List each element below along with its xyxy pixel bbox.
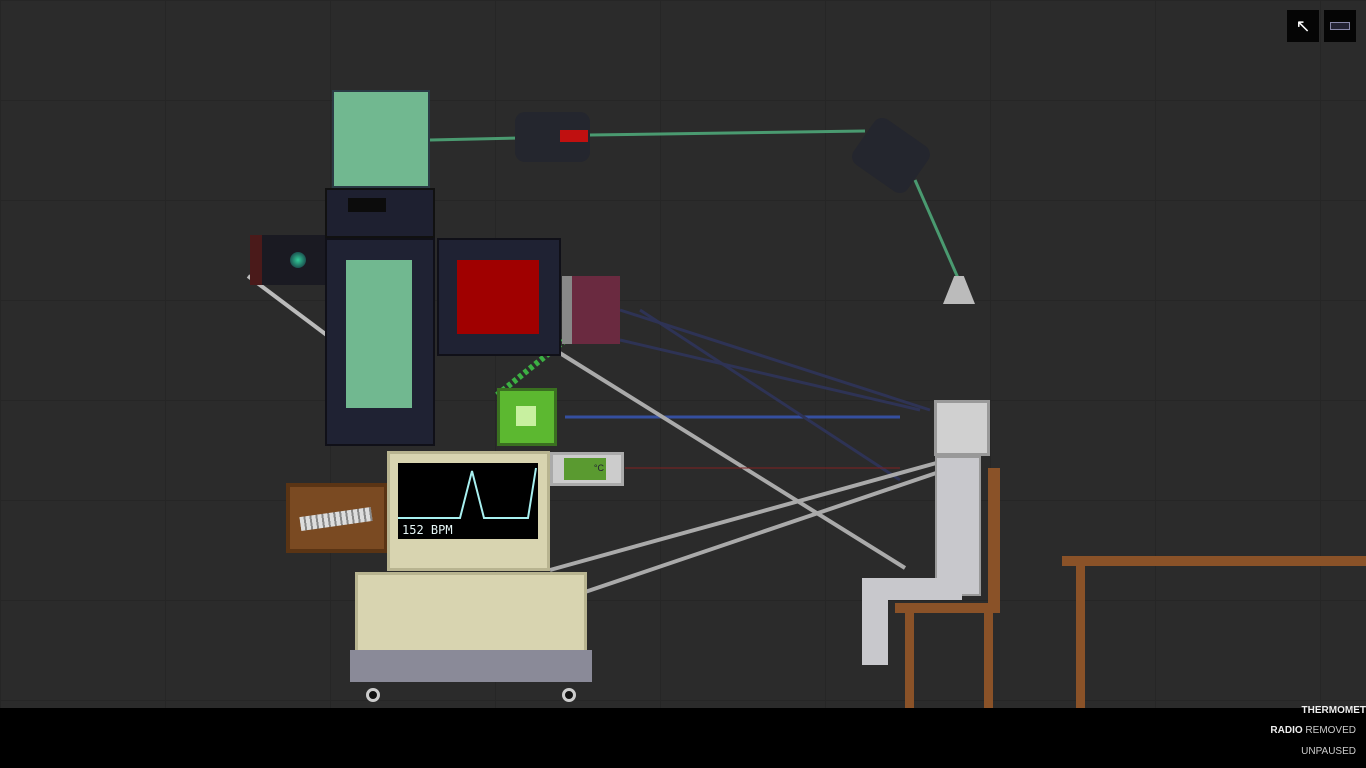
chair-leg (905, 613, 914, 708)
green-wire (589, 129, 866, 137)
thermometer-display: °C (564, 458, 606, 480)
bpm-readout: 152 BPM (402, 523, 453, 537)
grey-rope (584, 468, 946, 594)
ground (0, 708, 1366, 768)
chair-leg (984, 613, 993, 708)
notification: THERMOMET (1301, 705, 1366, 716)
pointer-cursor-icon: ↖ (1295, 15, 1311, 36)
wheel (366, 688, 380, 702)
pointer-tool-button[interactable]: ↖ (1287, 10, 1319, 42)
control-box[interactable] (325, 188, 435, 238)
wheel (562, 688, 576, 702)
ecg-trace (398, 467, 537, 519)
green-wire (913, 179, 960, 279)
notification: UNPAUSED (1301, 746, 1356, 757)
ragdoll-shin[interactable] (862, 585, 888, 665)
red-panel (457, 260, 539, 334)
pulley-red-clamp (560, 130, 588, 142)
table-leg (1076, 566, 1085, 708)
radio-device-icon (1330, 22, 1350, 30)
tower-green-panel (346, 260, 412, 408)
green-tank[interactable] (332, 90, 430, 188)
notification: RADIO REMOVED (1270, 725, 1356, 736)
ragdoll-torso[interactable] (935, 456, 981, 596)
cable (619, 338, 921, 412)
camera-lens-icon (290, 252, 306, 268)
thermometer-unit: °C (593, 463, 604, 473)
generator-core (516, 406, 536, 426)
chair-seat[interactable] (895, 603, 1000, 613)
cable (639, 308, 901, 482)
chair-back[interactable] (988, 468, 1000, 608)
control-display (348, 198, 386, 212)
monitor-screen: 152 BPM (398, 463, 538, 539)
ragdoll-head[interactable] (934, 400, 990, 456)
console-base (350, 650, 592, 682)
camera-device[interactable] (250, 235, 325, 285)
grey-rope (549, 460, 941, 572)
grey-rope (553, 348, 907, 570)
green-wire (429, 136, 521, 142)
table-top[interactable] (1062, 556, 1366, 566)
grey-rope (246, 274, 342, 347)
cable (619, 308, 931, 412)
pink-emitter[interactable] (562, 276, 620, 344)
radio-tool-button[interactable] (1324, 10, 1356, 42)
